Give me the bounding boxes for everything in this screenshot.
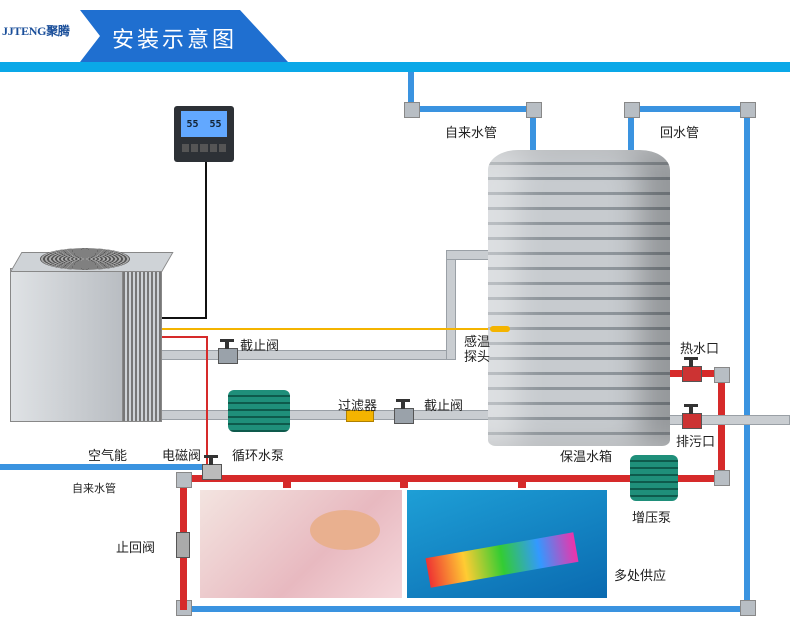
bath-photo (200, 490, 402, 598)
float-board (425, 532, 579, 588)
outlet-tee (283, 482, 291, 488)
outlet-pipe (160, 350, 456, 360)
hot-water-pipe (718, 370, 725, 482)
elbow-fitting (740, 600, 756, 616)
check-valve[interactable] (176, 532, 190, 558)
elbow-fitting (714, 470, 730, 486)
outlet-tee (400, 482, 408, 488)
temp-reading: 55 (209, 118, 222, 130)
stop-valve-2[interactable] (394, 399, 414, 424)
return-pipe (628, 106, 634, 156)
return-pipe (744, 106, 750, 614)
controller-wire (205, 160, 207, 318)
drain-valve[interactable] (682, 404, 702, 429)
pool-photo (407, 490, 607, 598)
elbow-fitting (404, 102, 420, 118)
controller-display: 55 55 (181, 111, 227, 137)
elbow-fitting (714, 367, 730, 383)
outlet-pipe (446, 250, 456, 360)
temp-probe (490, 326, 510, 332)
tap-water-pipe-left (0, 464, 205, 470)
person-head (310, 510, 380, 550)
return-pipe (628, 106, 750, 112)
label-temp-probe-2: 探头 (464, 350, 491, 365)
label-stop-valve-1: 截止阀 (240, 339, 280, 354)
tap-water-pipe (408, 72, 414, 112)
stop-valve-1[interactable] (218, 339, 238, 364)
controller-panel[interactable]: 55 55 (174, 106, 234, 162)
elbow-fitting (624, 102, 640, 118)
label-hot-water-outlet: 热水口 (680, 342, 720, 357)
temp-reading: 55 (186, 118, 199, 130)
label-circulation-pump: 循环水泵 (232, 449, 285, 464)
label-check-valve: 止回阀 (116, 541, 156, 556)
label-temp-probe: 感温 (464, 335, 491, 350)
label-drain: 排污口 (676, 435, 716, 450)
solenoid-wire (160, 336, 208, 338)
hot-water-valve[interactable] (682, 357, 702, 382)
label-filter: 过滤器 (338, 399, 378, 414)
label-tap-water-left: 自来水管 (72, 482, 116, 495)
page-title: 安装示意图 (112, 28, 238, 53)
title-banner (80, 10, 288, 62)
tap-water-pipe (408, 106, 536, 112)
sensor-wire (160, 328, 495, 330)
hot-water-pipe (180, 475, 725, 482)
controller-buttons[interactable] (182, 144, 227, 152)
label-tank: 保温水箱 (560, 450, 613, 465)
solenoid-wire (206, 336, 208, 464)
label-multi-supply: 多处供应 (614, 569, 667, 584)
label-stop-valve-2: 截止阀 (424, 399, 464, 414)
elbow-fitting (740, 102, 756, 118)
air-energy-heat-pump (10, 268, 124, 422)
label-air-energy: 空气能 (88, 449, 128, 464)
return-pipe (180, 606, 750, 612)
heat-pump-fins (122, 268, 162, 422)
insulated-water-tank (488, 150, 670, 446)
label-solenoid-valve: 电磁阀 (162, 449, 202, 464)
outlet-tee (518, 482, 526, 488)
solenoid-valve[interactable] (202, 455, 222, 480)
controller-wire (160, 317, 207, 319)
label-tap-water-top: 自来水管 (445, 126, 498, 141)
filter-icon (346, 410, 374, 422)
elbow-fitting (526, 102, 542, 118)
elbow-fitting (176, 472, 192, 488)
tap-water-pipe (530, 106, 536, 156)
booster-pump[interactable] (630, 455, 678, 501)
label-return-pipe: 回水管 (660, 126, 700, 141)
logo: JJTENG聚腾 (2, 22, 70, 39)
banner-bar (0, 62, 790, 72)
label-booster-pump: 增压泵 (632, 511, 672, 526)
fan-icon (40, 248, 130, 270)
outlet-pipe (446, 250, 492, 260)
circulation-pump[interactable] (228, 390, 290, 432)
